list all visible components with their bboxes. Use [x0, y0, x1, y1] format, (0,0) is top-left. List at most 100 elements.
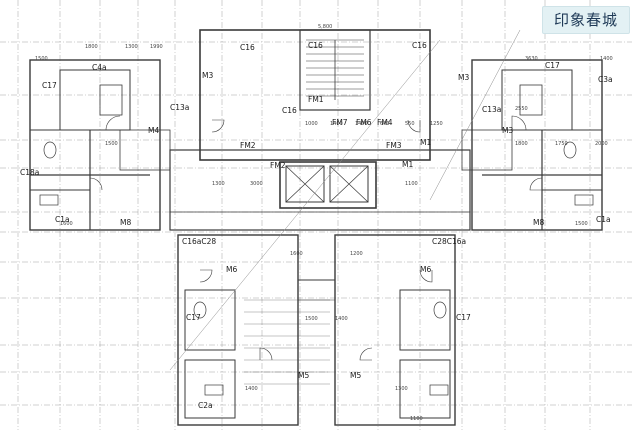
room-label-c17-br: C17 [456, 313, 471, 322]
room-label-m5-left: M5 [298, 371, 309, 380]
dimension-label: 1400 [330, 121, 343, 127]
dimension-label: 1800 [515, 141, 528, 147]
left-closet-outline [119, 129, 171, 171]
dimension-label: 1600 [290, 251, 303, 257]
room-label-fm3: FM3 [386, 141, 402, 150]
room-label-m8-left: M8 [120, 218, 131, 227]
door-swing [407, 119, 421, 133]
lower-left-room [184, 359, 236, 419]
door-swing [419, 269, 433, 283]
room-label-m1-right: M1 [420, 138, 431, 147]
door-swing [211, 119, 225, 133]
dimension-label: 600 [380, 121, 390, 127]
fixtures-layer [39, 29, 594, 396]
room-label-c2a: C2a [198, 401, 213, 410]
dimension-label: 1800 [85, 44, 98, 50]
room-label-c16-1: C16 [240, 43, 255, 52]
dimension-label: 1300 [125, 44, 138, 50]
sink-fixture [204, 384, 224, 396]
dimension-label: 1400 [335, 316, 348, 322]
room-label-c17-bl: C17 [186, 313, 201, 322]
walls-layer [29, 29, 603, 426]
dimension-label: 1200 [350, 251, 363, 257]
right-unit-outline [471, 59, 603, 231]
elevator-cross-marks [285, 165, 369, 203]
room-label-c1a-left: C1a [55, 215, 70, 224]
construction-line [169, 39, 441, 371]
toilet-fixture [563, 141, 577, 159]
door-swing [359, 347, 373, 361]
dimension-label: 550 [405, 121, 415, 127]
bed-fixture [519, 84, 543, 116]
dimension-label: 1400 [600, 56, 613, 62]
room-label-c18a: C18a [20, 168, 39, 177]
dimension-label: 1000 [305, 121, 318, 127]
dimension-label: 1500 [35, 56, 48, 62]
door-swing [199, 269, 213, 283]
dimension-label: 1500 [305, 316, 318, 322]
dimension-label: 3000 [250, 181, 263, 187]
door-swing [529, 177, 543, 191]
room-label-c17-tr: C17 [545, 61, 560, 70]
room-label-m5-right: M5 [350, 371, 361, 380]
elevator-block-outline [279, 161, 377, 209]
lower-left-bath [184, 289, 236, 351]
room-label-c16-4: C16 [282, 106, 297, 115]
dimension-label: 5,800 [318, 24, 332, 30]
room-label-c1a-right: C1a [596, 215, 611, 224]
room-label-m8-right: M8 [533, 218, 544, 227]
room-label-c3a: C3a [598, 75, 613, 84]
room-label-m3-left: M3 [202, 71, 213, 80]
corridor-outline [169, 149, 471, 231]
lower-right-unit-outline [334, 234, 456, 426]
room-label-fm1-top: FM1 [308, 95, 324, 104]
room-label-c16a-c28: C16aC28 [182, 237, 216, 246]
right-bath-outline [541, 129, 603, 191]
room-label-m3-right-b: M3 [502, 126, 513, 135]
toilet-fixture [193, 301, 207, 319]
dimension-label: 1100 [405, 181, 418, 187]
toilet-fixture [43, 141, 57, 159]
room-label-c13a-left: C13a [170, 103, 189, 112]
room-label-m3-right: M3 [458, 73, 469, 82]
lower-right-bath [399, 289, 451, 351]
room-label-c16-3: C16 [412, 41, 427, 50]
sink-fixture [39, 194, 59, 206]
dimension-label: 2000 [595, 141, 608, 147]
room-label-c4a: C4a [92, 63, 107, 72]
sink-fixture [429, 384, 449, 396]
lower-left-unit-outline [177, 234, 299, 426]
door-swing [89, 177, 103, 191]
elevator-car-2 [329, 165, 369, 203]
dimension-label: 1400 [245, 386, 258, 392]
room-label-fm4: FM4 [377, 118, 393, 127]
room-label-m6-right: M6 [420, 265, 431, 274]
right-bedroom-outline [501, 69, 573, 131]
watermark-badge: 印象春城 [542, 6, 630, 34]
room-label-m1-center: M1 [402, 160, 413, 169]
door-swing [259, 347, 273, 361]
dimension-label: 2550 [515, 106, 528, 112]
room-label-c16-2: C16 [308, 41, 323, 50]
room-label-fm6: FM6 [356, 118, 372, 127]
stair-outline [299, 29, 371, 111]
dimension-label: 1500 [105, 141, 118, 147]
dimension-label: 1500 [575, 221, 588, 227]
room-label-fm7: FM7 [332, 118, 348, 127]
room-label-c28-c16a: C28C16a [432, 237, 466, 246]
room-label-c17-tl: C17 [42, 81, 57, 90]
dimension-label: 3630 [525, 56, 538, 62]
room-label-c13a-right: C13a [482, 105, 501, 114]
door-swing [105, 115, 121, 131]
toilet-fixture [433, 301, 447, 319]
dimension-label: 1300 [212, 181, 225, 187]
room-label-m6-left: M6 [226, 265, 237, 274]
room-label-fm2-center: FM2 [270, 161, 286, 170]
lower-right-room [399, 359, 451, 419]
dimension-label: 1600 [60, 221, 73, 227]
dimension-label: 1400 [355, 121, 368, 127]
